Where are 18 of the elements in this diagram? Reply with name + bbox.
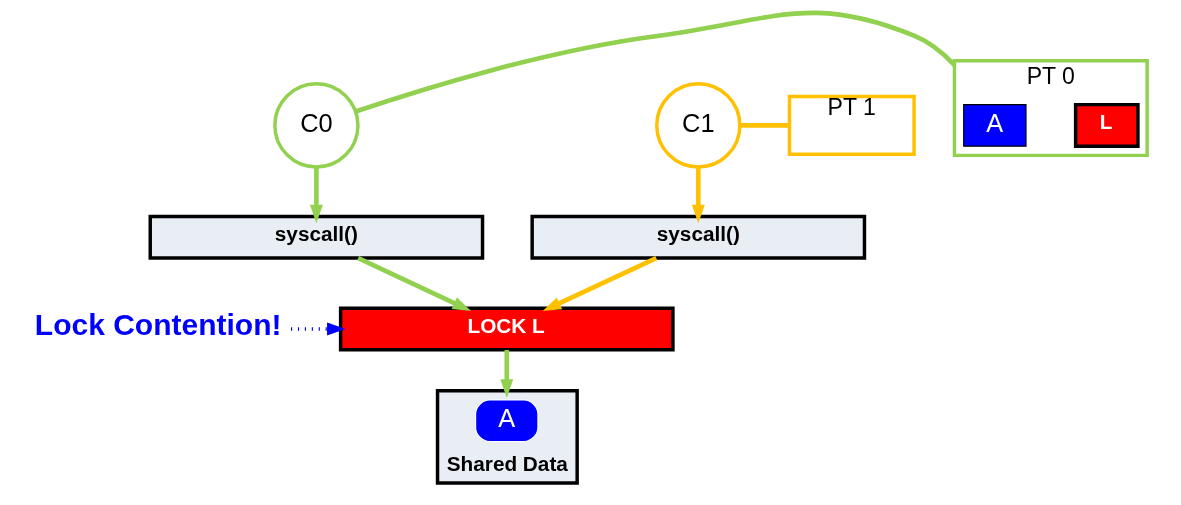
- node-box: syscall(): [148, 214, 484, 260]
- arrow: [542, 256, 657, 312]
- arrow: [356, 256, 471, 312]
- node-circle: C0: [272, 82, 360, 169]
- arrow: [499, 350, 513, 398]
- node-box: PT 1: [787, 94, 916, 156]
- connector: [739, 123, 789, 128]
- node-text: Lock Contention!: [34, 308, 281, 342]
- arrow: [309, 167, 323, 224]
- node-box: A: [962, 104, 1027, 147]
- arrow: [691, 167, 705, 224]
- node-box: A: [474, 399, 538, 443]
- node-box: LOCK L: [338, 306, 675, 352]
- connector: [354, 10, 956, 114]
- arrow: [290, 322, 346, 336]
- node-box: syscall(): [529, 214, 866, 260]
- node-box: L: [1073, 102, 1140, 148]
- node-circle: C1: [654, 82, 742, 169]
